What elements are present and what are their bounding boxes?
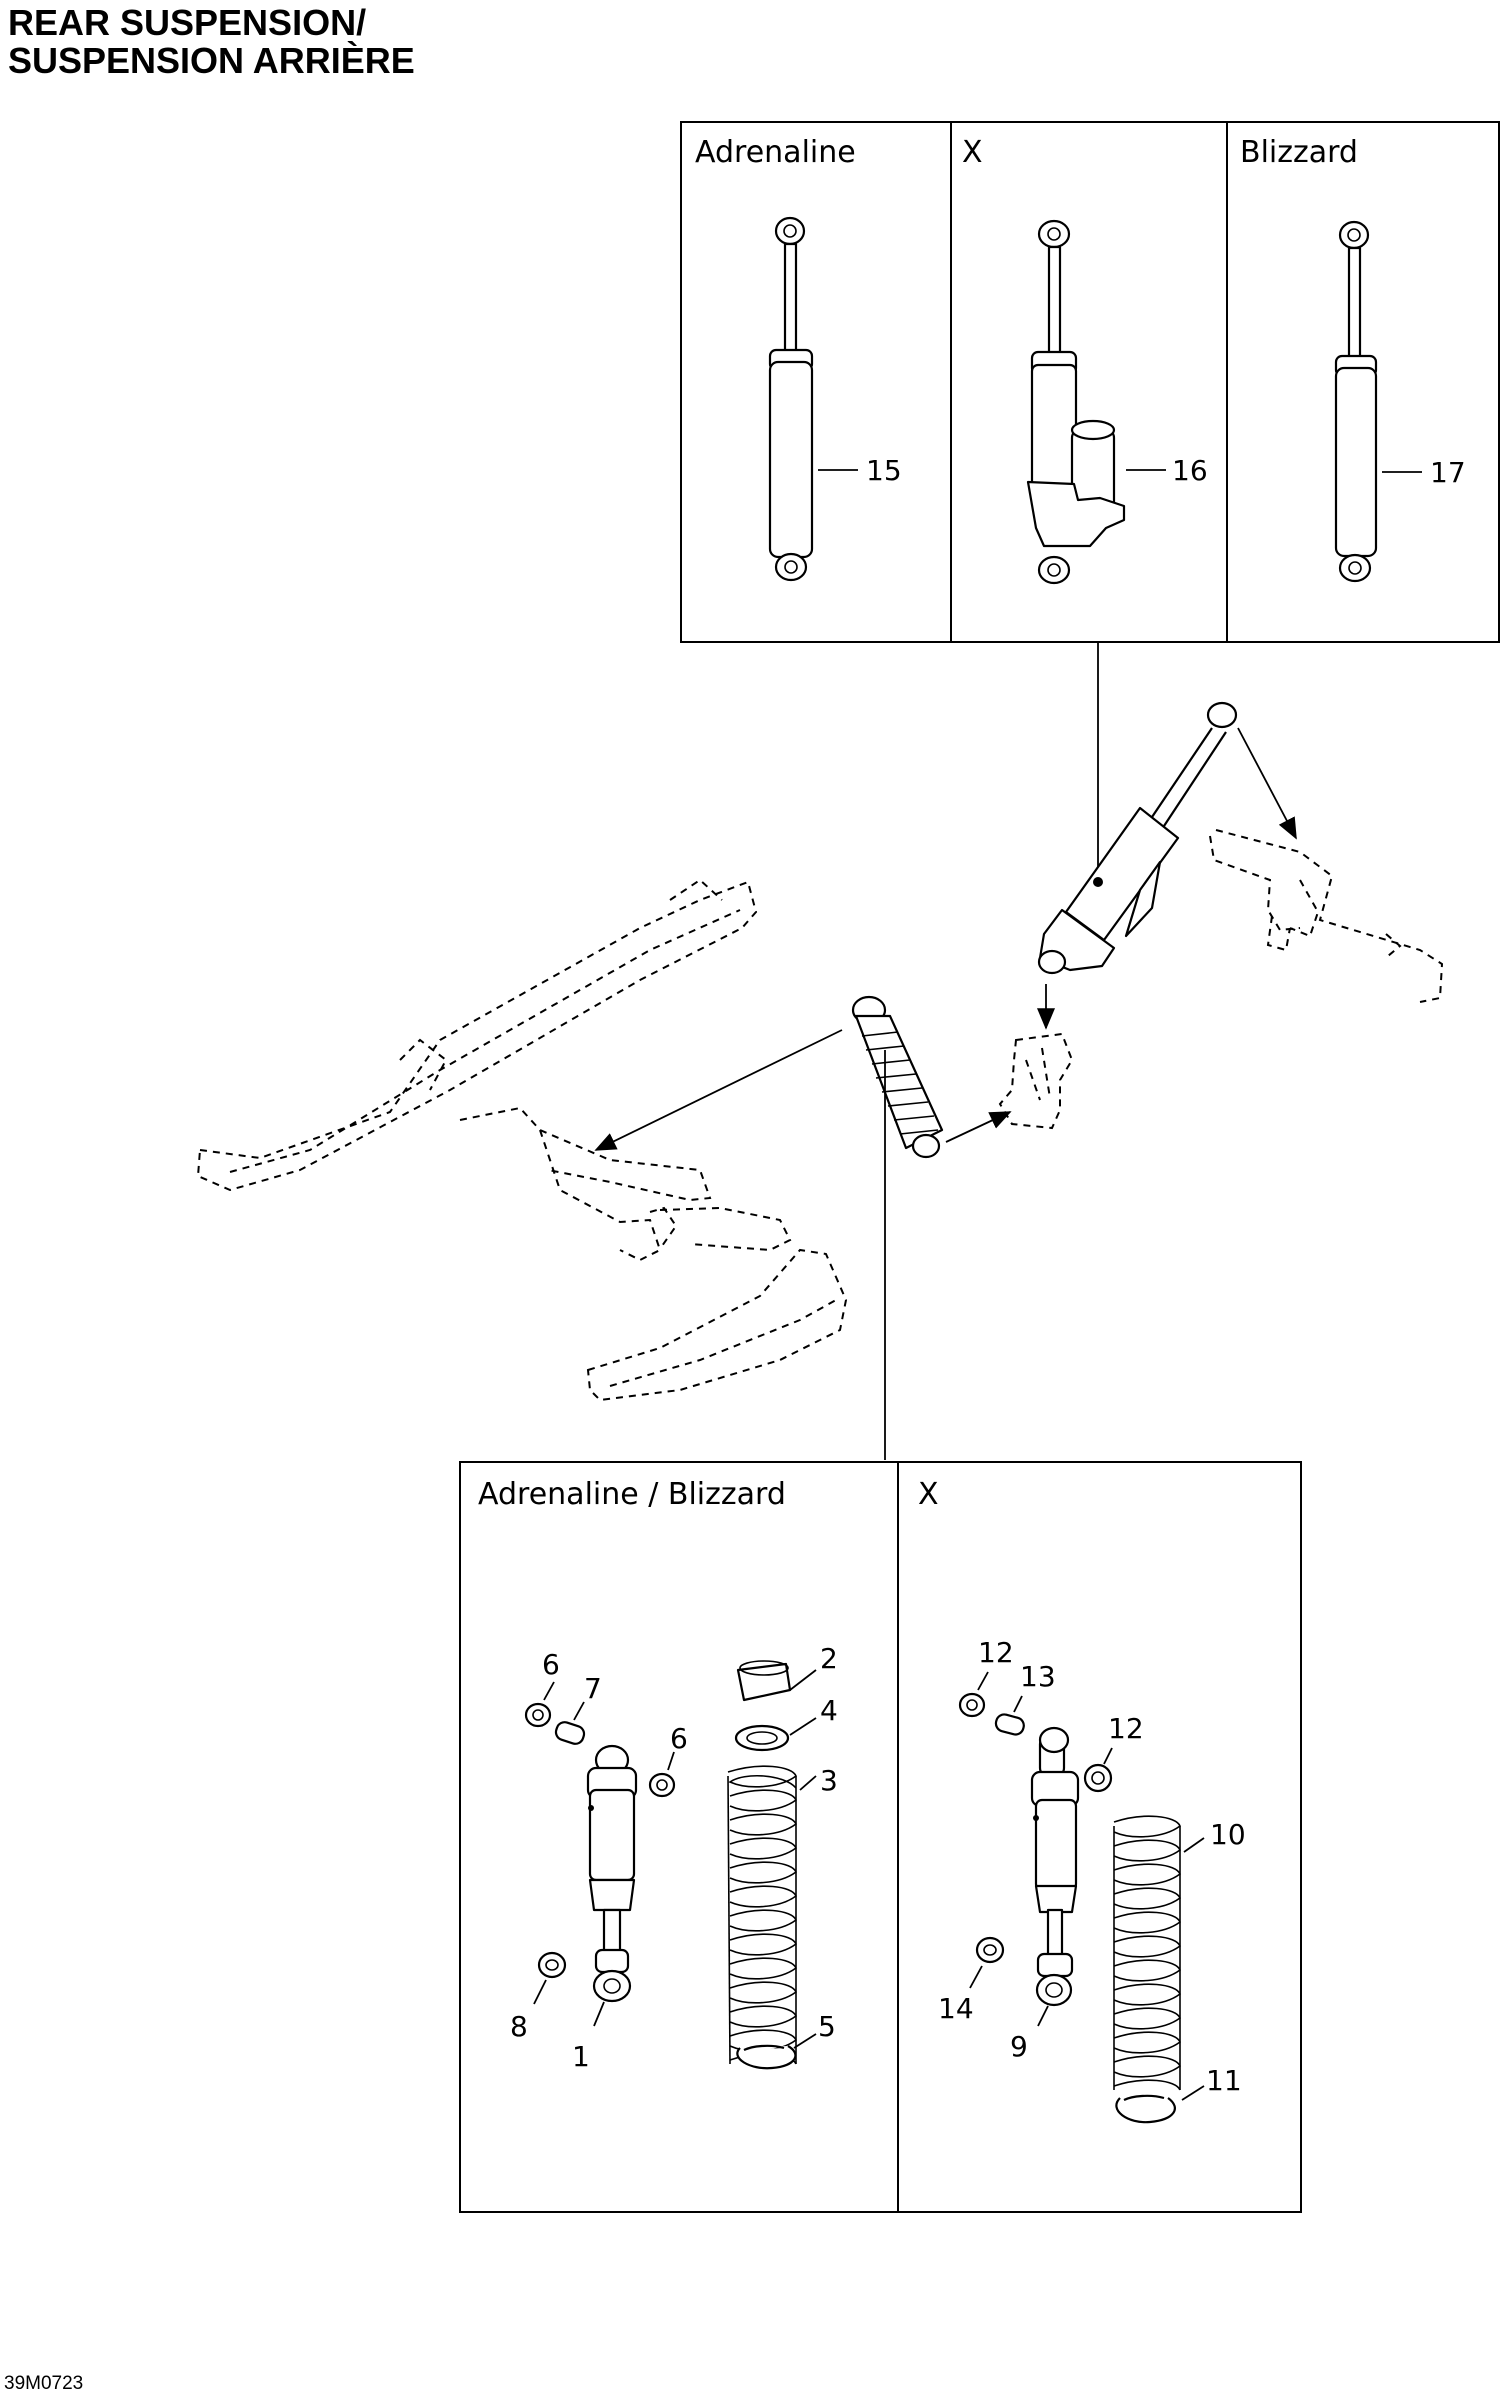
part-2-retainer	[736, 1662, 792, 1702]
part-6-bushing-right	[648, 1772, 676, 1798]
top-shock-options-box: Adrenaline X Blizzard	[680, 121, 1500, 643]
bottom-shock-options-box: Adrenaline / Blizzard X	[459, 1461, 1302, 2213]
top-box-frame	[680, 121, 1500, 643]
panel-label-adrenaline: Adrenaline	[695, 135, 856, 170]
callout-3: 3	[820, 1764, 838, 1797]
panel-label-x-bottom: X	[918, 1477, 939, 1512]
callout-6-left: 6	[542, 1648, 560, 1681]
callout-7: 7	[584, 1672, 602, 1705]
shock-absorber-15: 15	[768, 216, 902, 582]
callout-4: 4	[820, 1694, 838, 1727]
part-8-bushing	[537, 1951, 567, 1979]
linkage-bracket	[998, 1032, 1074, 1130]
callout-1: 1	[572, 2040, 590, 2073]
part-1-shock-body	[586, 1744, 638, 2003]
exploded-adrenaline-blizzard: 6 7 6 2 4 3 5 1 8	[510, 1642, 838, 2073]
part-12-bushing-left	[958, 1692, 986, 1718]
callout-5: 5	[818, 2010, 836, 2043]
part-4-washer	[734, 1724, 790, 1752]
exploded-x: 12 13 12 10 11 9 14	[938, 1636, 1246, 2124]
coil-over-shock-installed	[851, 995, 944, 1159]
callout-6-right: 6	[670, 1722, 688, 1755]
part-10-coil-spring	[1113, 1815, 1181, 2091]
callout-11: 11	[1206, 2064, 1242, 2097]
rear-arm-upper	[1209, 829, 1444, 1003]
title-french: SUSPENSION ARRIÈRE	[8, 40, 415, 81]
part-11-clip	[1115, 2094, 1176, 2124]
part-14-bushing	[975, 1936, 1005, 1964]
callout-12-left: 12	[978, 1636, 1014, 1669]
figure-reference-code: 39M0723	[4, 2373, 84, 2394]
suspension-assembly	[196, 701, 1444, 1460]
callout-12-right: 12	[1108, 1712, 1144, 1745]
title-english: REAR SUSPENSION/	[8, 2, 367, 43]
callout-17: 17	[1430, 456, 1466, 489]
panel-label-x: X	[962, 135, 983, 170]
callout-10: 10	[1210, 1818, 1246, 1851]
part-3-coil-spring	[727, 1765, 797, 2065]
callout-16: 16	[1172, 454, 1208, 487]
slide-rail-short	[586, 1248, 848, 1402]
callout-14: 14	[938, 1992, 974, 2025]
bottom-box-frame	[459, 1461, 1302, 2213]
shock-absorber-16: 16	[1026, 219, 1208, 585]
part-6-bushing-left	[524, 1702, 552, 1728]
shock-absorber-17: 17	[1334, 220, 1466, 583]
rear-shock-installed	[1037, 701, 1238, 975]
callout-13: 13	[1020, 1660, 1056, 1693]
callout-8: 8	[510, 2010, 528, 2043]
callout-9: 9	[1010, 2030, 1028, 2063]
part-7-pin	[554, 1721, 586, 1745]
part-12-bushing-right	[1083, 1763, 1113, 1793]
callout-15: 15	[866, 454, 902, 487]
front-arm	[459, 1106, 792, 1262]
callout-2: 2	[820, 1642, 838, 1675]
part-5-clip	[736, 2044, 797, 2070]
panel-label-blizzard: Blizzard	[1240, 135, 1358, 170]
part-13-pin	[994, 1713, 1025, 1736]
page-title: REAR SUSPENSION/ SUSPENSION ARRIÈRE	[8, 4, 415, 80]
part-9-shock-body	[1030, 1726, 1080, 2007]
panel-label-adrenaline-blizzard: Adrenaline / Blizzard	[478, 1477, 786, 1512]
slide-rail-long	[196, 878, 758, 1192]
